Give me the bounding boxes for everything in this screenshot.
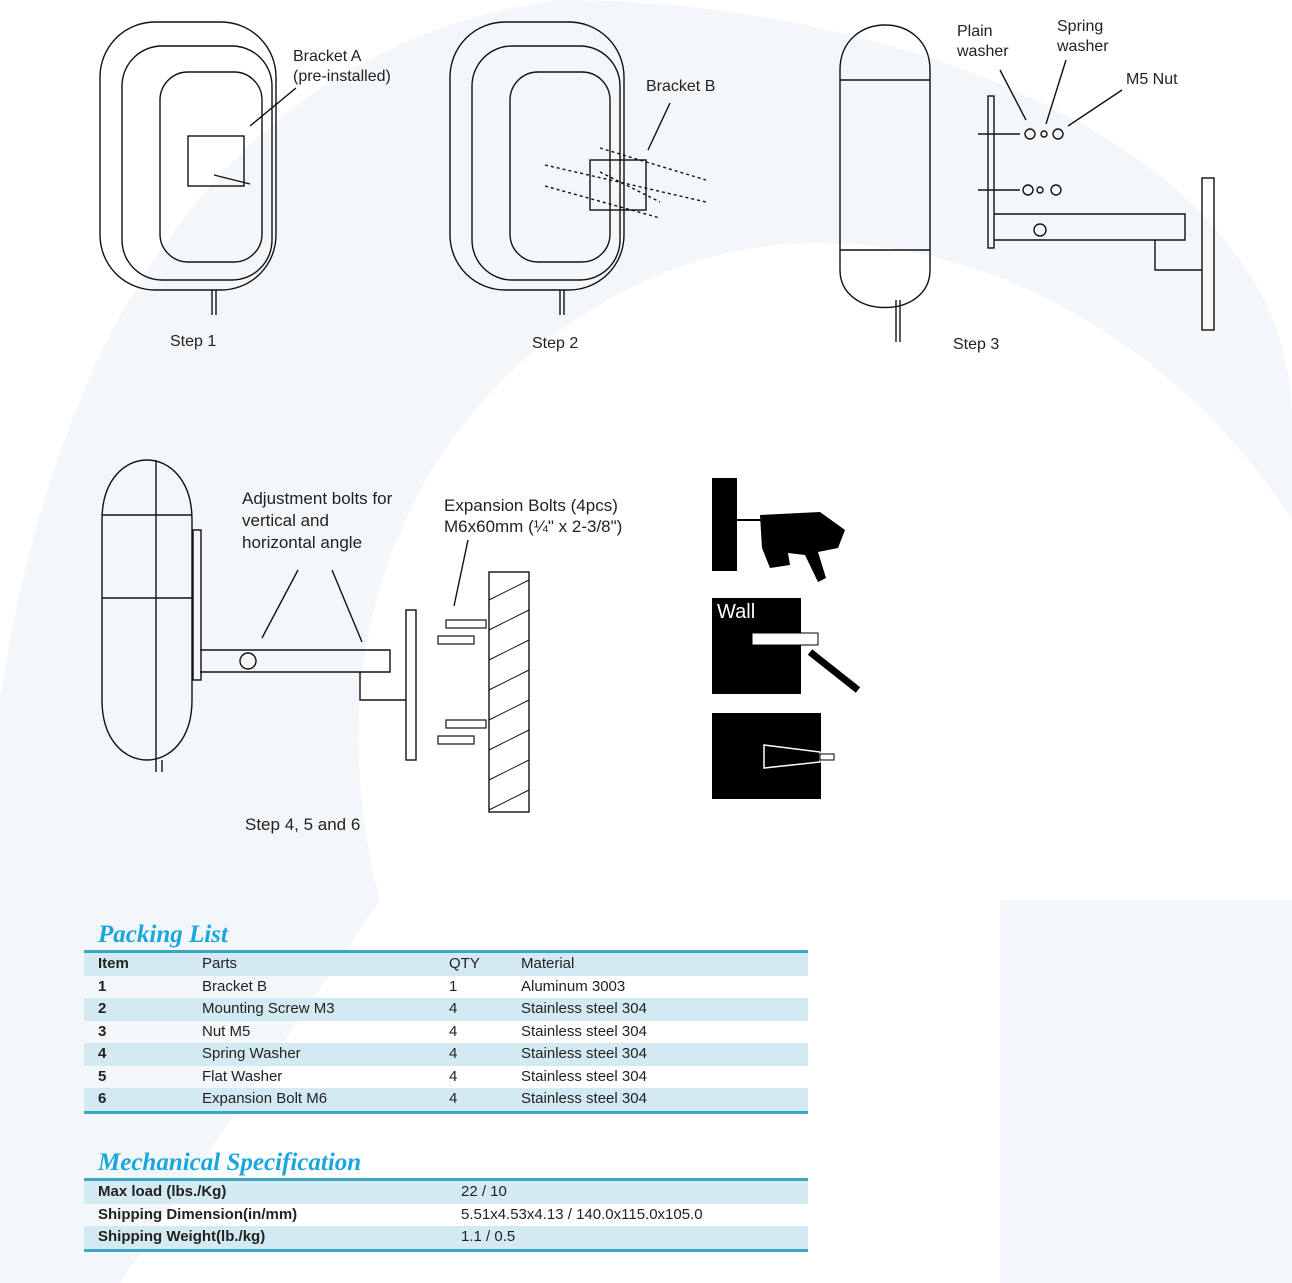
cell-item: 6 — [98, 1090, 107, 1107]
cell-item: 4 — [98, 1045, 107, 1062]
expansion-bolts — [437, 619, 487, 745]
mechanical-spec-table: Max load (lbs./Kg) 22 / 10 Shipping Dimen… — [84, 1178, 808, 1252]
cell-part: Mounting Screw M3 — [202, 1000, 335, 1017]
cell-part: Nut M5 — [202, 1022, 251, 1040]
installation-illustrations — [99, 21, 1215, 813]
spec-label: Shipping Weight(lb./kg) — [98, 1228, 266, 1245]
label-bracket-a: Bracket A (pre-installed) — [293, 48, 391, 85]
table-row: 4 Spring Washer 4 Stainless steel 304 — [84, 1043, 808, 1066]
label-m5-nut: M5 Nut — [1126, 71, 1178, 88]
step2-caption: Step 2 — [532, 335, 579, 352]
cell-item: 1 — [98, 977, 107, 995]
spec-row: Shipping Weight(lb./kg) 1.1 / 0.5 — [84, 1226, 808, 1249]
spec-row: Max load (lbs./Kg) 22 / 10 — [84, 1181, 808, 1204]
cell-qty: 4 — [449, 1000, 458, 1017]
cell-material: Stainless steel 304 — [521, 1022, 647, 1040]
cell-material: Stainless steel 304 — [521, 1090, 647, 1107]
cell-item: 3 — [98, 1022, 107, 1040]
cell-qty: 1 — [449, 977, 458, 995]
cell-material: Stainless steel 304 — [521, 1000, 647, 1017]
table-row: 2 Mounting Screw M3 4 Stainless steel 304 — [84, 998, 808, 1021]
cell-qty: 4 — [449, 1090, 458, 1107]
cell-part: Flat Washer — [202, 1067, 283, 1085]
label-bracket-b: Bracket B — [646, 78, 716, 95]
header-qty: QTY — [449, 955, 480, 972]
mechanical-spec-title: Mechanical Specification — [98, 1149, 362, 1176]
step456-caption: Step 4, 5 and 6 — [245, 815, 361, 834]
cell-part: Spring Washer — [202, 1045, 301, 1062]
label-plain-washer: Plain washer — [957, 23, 1009, 60]
step2-device — [449, 21, 707, 315]
cell-qty: 4 — [449, 1067, 458, 1085]
spec-row: Shipping Dimension(in/mm) 5.51x4.53x4.13 … — [84, 1204, 808, 1227]
packing-list-table: Item Parts QTY Material 1 Bracket B 1 Alumi… — [84, 950, 808, 1114]
label-spring-washer: Spring washer — [1057, 18, 1109, 55]
header-item: Item — [98, 955, 129, 972]
cell-item: 2 — [98, 1000, 107, 1017]
cell-part: Expansion Bolt M6 — [202, 1090, 328, 1107]
cell-qty: 4 — [449, 1022, 458, 1040]
cell-qty: 4 — [449, 1045, 458, 1062]
anchored-bolt-wall-icon — [712, 713, 835, 799]
table-header-row: Item Parts QTY Material — [84, 953, 808, 976]
spec-value: 1.1 / 0.5 — [461, 1228, 516, 1245]
table-row: 1 Bracket B 1 Aluminum 3003 — [84, 976, 808, 999]
table-row: 3 Nut M5 4 Stainless steel 304 — [84, 1021, 808, 1044]
header-parts: Parts — [202, 955, 238, 972]
step1-caption: Step 1 — [170, 333, 217, 350]
step456-assembly — [101, 459, 530, 813]
step1-device — [99, 21, 297, 315]
spec-value: 22 / 10 — [461, 1183, 507, 1200]
cell-material: Stainless steel 304 — [521, 1045, 647, 1062]
cell-part: Bracket B — [202, 977, 268, 995]
cell-item: 5 — [98, 1067, 107, 1085]
table-row: 5 Flat Washer 4 Stainless steel 304 — [84, 1066, 808, 1089]
spec-value: 5.51x4.53x4.13 / 140.0x115.0x105.0 — [461, 1205, 703, 1223]
wrench-wall-icon — [712, 598, 861, 694]
step3-assembly — [839, 24, 1215, 342]
drill-wall-icon — [712, 478, 845, 582]
label-adjustment-bolts: Adjustment bolts for vertical and horizo… — [242, 489, 393, 552]
cell-material: Aluminum 3003 — [521, 977, 626, 995]
wall-label: Wall — [717, 601, 756, 623]
cell-material: Stainless steel 304 — [521, 1067, 647, 1085]
spec-label: Max load (lbs./Kg) — [98, 1183, 227, 1200]
step3-caption: Step 3 — [953, 336, 1000, 353]
label-expansion-bolts: Expansion Bolts (4pcs) M6x60mm (¼" x 2-3… — [444, 496, 623, 536]
header-material: Material — [521, 955, 575, 972]
spec-label: Shipping Dimension(in/mm) — [98, 1205, 298, 1223]
table-row: 6 Expansion Bolt M6 4 Stainless steel 304 — [84, 1088, 808, 1111]
packing-list-title: Packing List — [98, 921, 228, 948]
